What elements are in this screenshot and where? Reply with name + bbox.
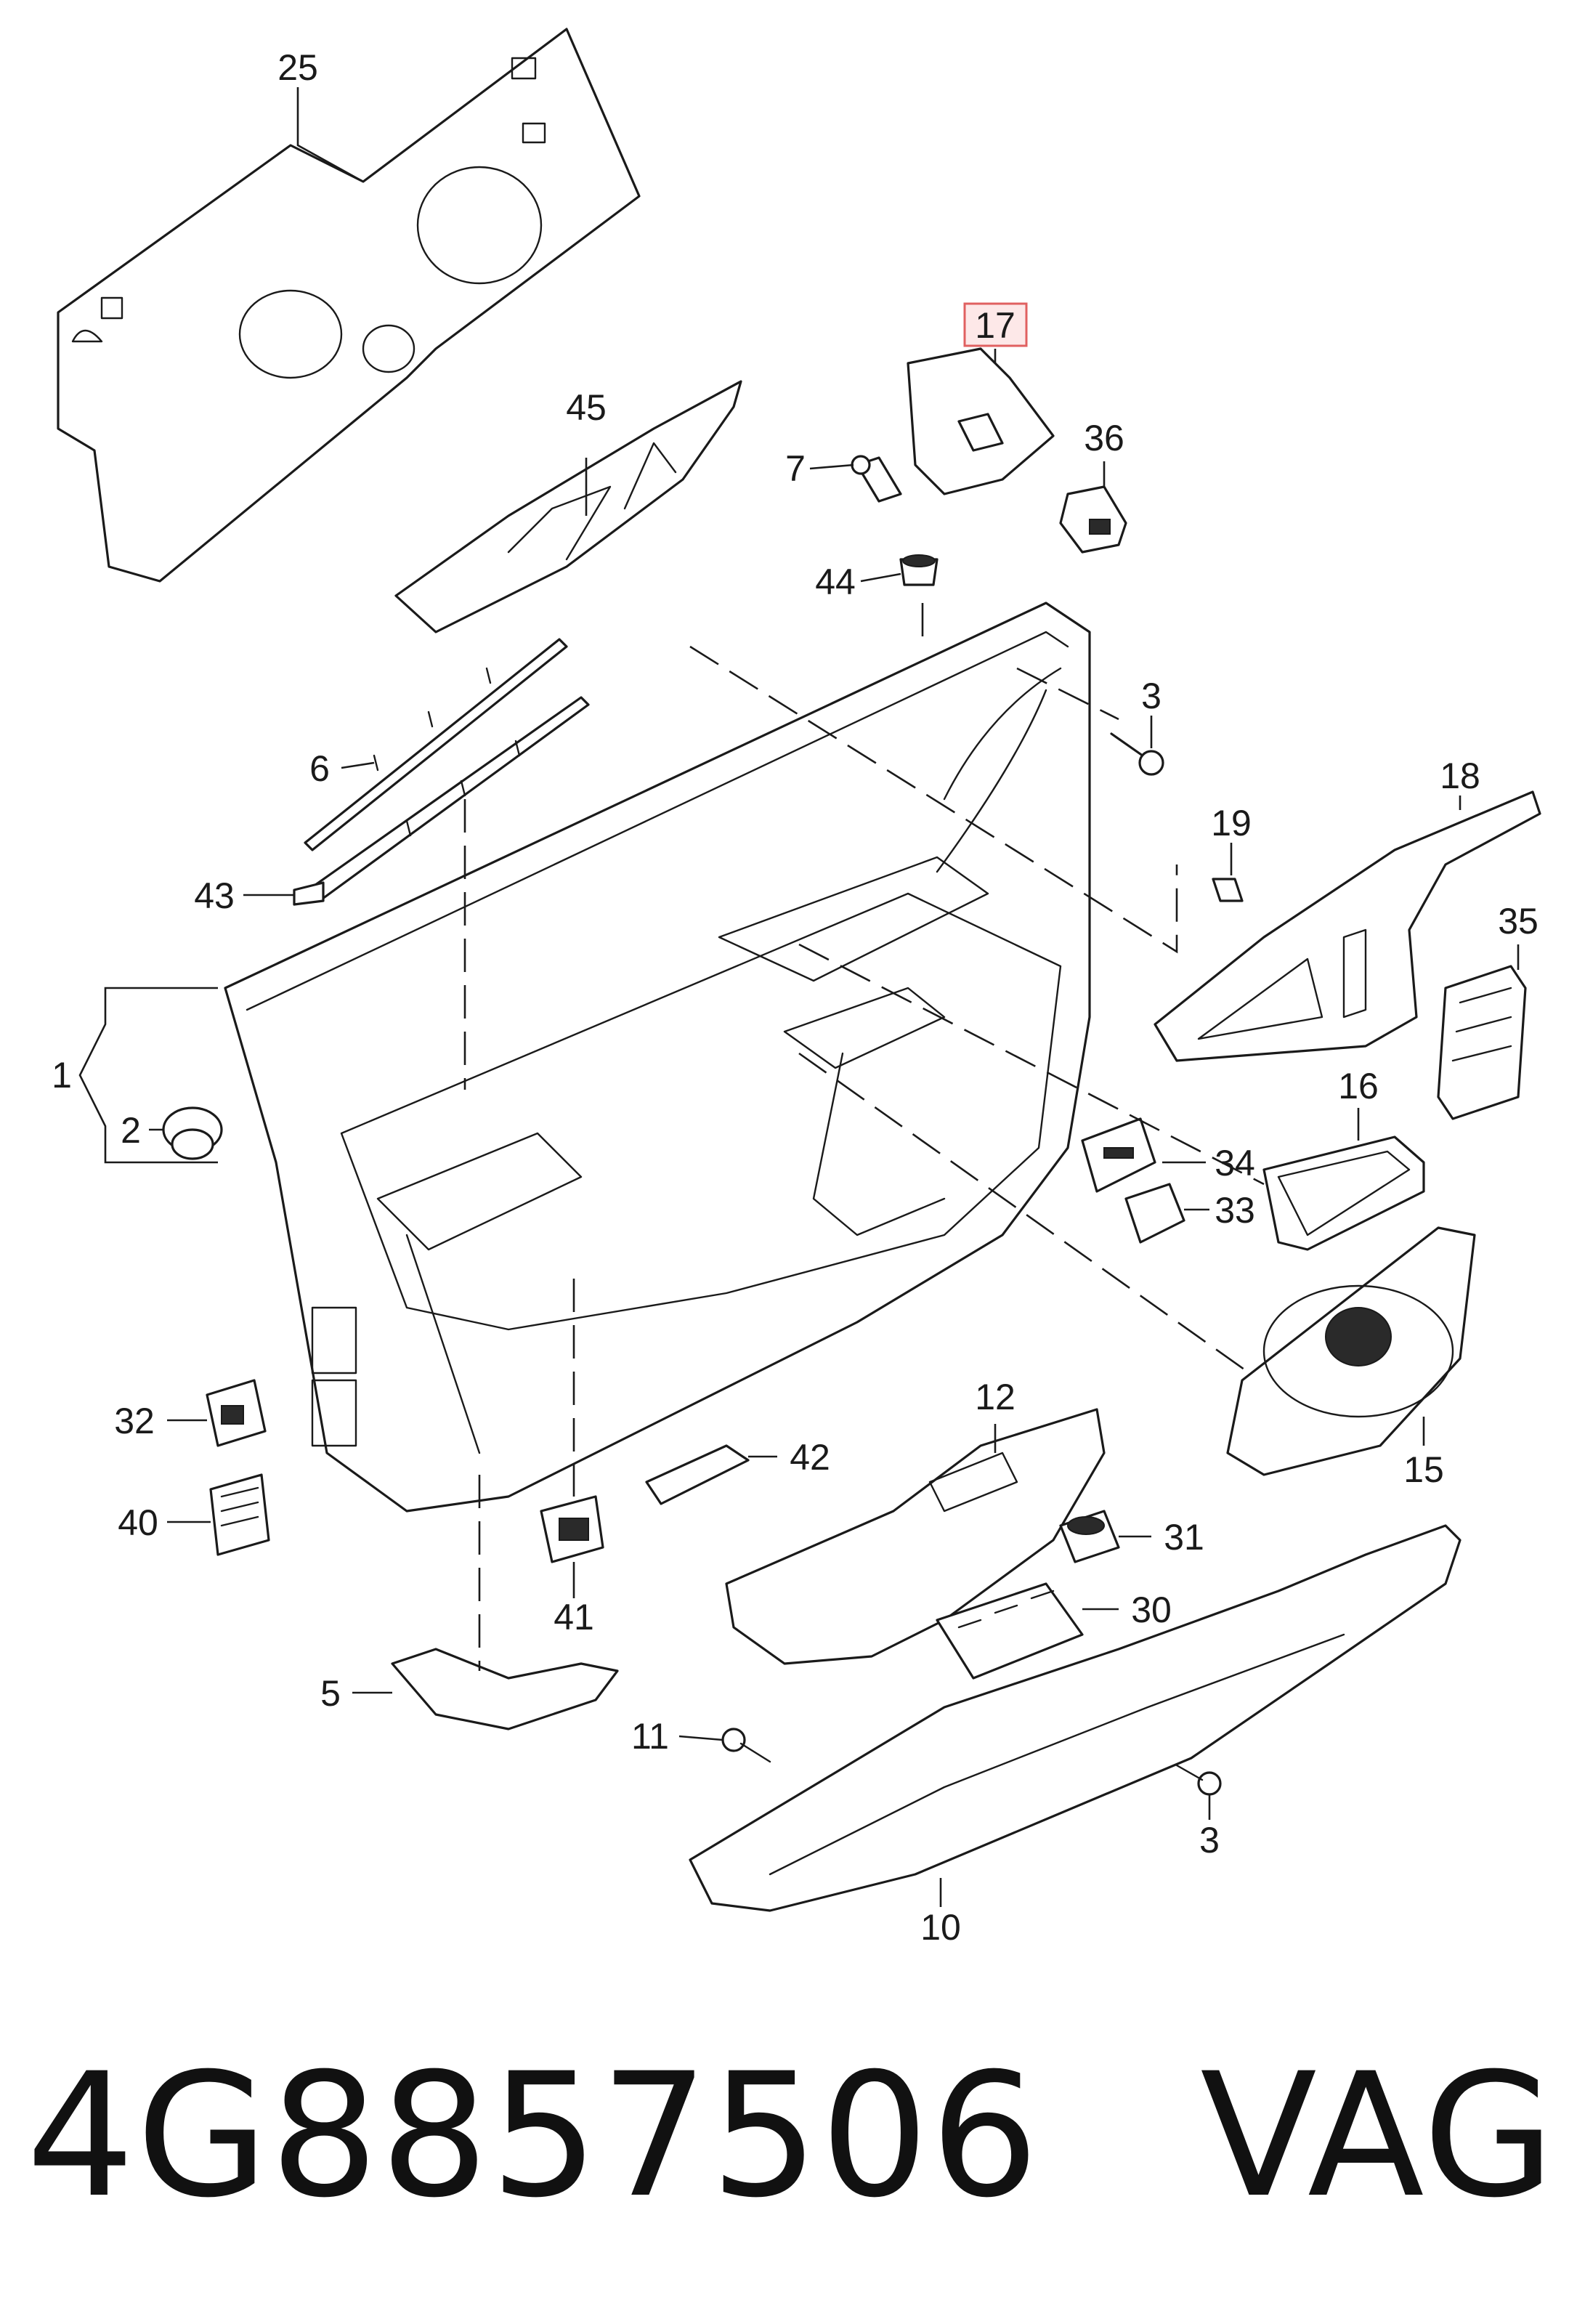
callout-19: 19 bbox=[1211, 803, 1252, 843]
callout-5: 5 bbox=[320, 1673, 341, 1714]
callout-labels: 25 17 36 7 45 44 3 18 19 35 6 43 1 2 16 … bbox=[52, 47, 1539, 1948]
speaker-grille-part-15 bbox=[1226, 1226, 1476, 1476]
callout-41: 41 bbox=[554, 1597, 594, 1637]
armrest-part-10 bbox=[689, 1524, 1462, 1912]
switch-part-33 bbox=[1124, 1183, 1185, 1244]
callout-32: 32 bbox=[114, 1401, 155, 1441]
callout-3-bottom: 3 bbox=[1199, 1820, 1220, 1861]
switch-part-32 bbox=[206, 1379, 267, 1447]
assembly-lines bbox=[463, 603, 1265, 1671]
callout-44: 44 bbox=[815, 562, 856, 602]
callout-33: 33 bbox=[1215, 1190, 1255, 1231]
trim-part-5 bbox=[391, 1648, 619, 1730]
cover-part-42 bbox=[645, 1444, 750, 1505]
callout-10: 10 bbox=[920, 1907, 961, 1948]
armrest-bracket-part-12 bbox=[725, 1408, 1106, 1665]
callout-15: 15 bbox=[1403, 1449, 1444, 1490]
callout-3-top: 3 bbox=[1141, 676, 1162, 716]
parts-diagram: 25 17 36 7 45 44 3 18 19 35 6 43 1 2 16 … bbox=[52, 28, 1541, 1948]
switch-part-36 bbox=[1059, 485, 1127, 554]
clip-part-44 bbox=[899, 554, 939, 586]
trim-panel-part-18 bbox=[1154, 790, 1541, 1062]
callout-43: 43 bbox=[194, 875, 235, 916]
callout-34: 34 bbox=[1215, 1143, 1255, 1183]
callout-40: 40 bbox=[118, 1502, 158, 1543]
grommet-part-2 bbox=[162, 1106, 223, 1160]
footer: 4G8857506 VAG bbox=[26, 2027, 1555, 2245]
callout-12: 12 bbox=[975, 1377, 1015, 1417]
callout-16: 16 bbox=[1338, 1066, 1379, 1106]
leader-lines bbox=[78, 87, 1520, 1907]
highlight-box bbox=[963, 302, 1028, 347]
callout-42: 42 bbox=[790, 1437, 830, 1478]
lamp-part-41 bbox=[540, 1495, 604, 1563]
clip-part-7 bbox=[851, 455, 902, 503]
switch-block-part-35 bbox=[1437, 965, 1527, 1120]
clip-part-19 bbox=[1212, 878, 1244, 902]
screw-part-11 bbox=[721, 1728, 771, 1763]
callout-11: 11 bbox=[631, 1716, 669, 1757]
door-panel-part bbox=[224, 602, 1091, 1513]
brand-label: VAG bbox=[1200, 2036, 1557, 2235]
callout-31: 31 bbox=[1164, 1517, 1204, 1558]
switch-part-34 bbox=[1081, 1117, 1156, 1193]
mirror-switch-part-31 bbox=[1059, 1510, 1120, 1563]
callout-18: 18 bbox=[1440, 756, 1480, 796]
callout-1: 1 bbox=[52, 1055, 72, 1096]
callout-17: 17 bbox=[975, 305, 1015, 346]
mirror-cover-part-17 bbox=[907, 347, 1055, 495]
callout-35: 35 bbox=[1498, 901, 1539, 942]
screw-part-3-top bbox=[1110, 732, 1164, 776]
callout-2: 2 bbox=[121, 1110, 141, 1151]
switch-part-40 bbox=[209, 1473, 270, 1556]
part-number: 4G8857506 bbox=[26, 2036, 1041, 2235]
bezel-part-16 bbox=[1262, 1135, 1425, 1251]
screw-part-3-bottom bbox=[1175, 1764, 1222, 1796]
callout-45: 45 bbox=[566, 387, 607, 428]
strip-part-43 bbox=[293, 696, 590, 906]
upper-trim-part-45 bbox=[394, 380, 742, 633]
callout-7: 7 bbox=[785, 448, 806, 489]
callout-6: 6 bbox=[309, 748, 330, 789]
strip-part-6 bbox=[304, 638, 568, 851]
callout-25: 25 bbox=[277, 47, 318, 88]
callout-30: 30 bbox=[1131, 1590, 1172, 1630]
window-switch-part-30 bbox=[936, 1582, 1084, 1680]
callout-36: 36 bbox=[1084, 418, 1124, 458]
